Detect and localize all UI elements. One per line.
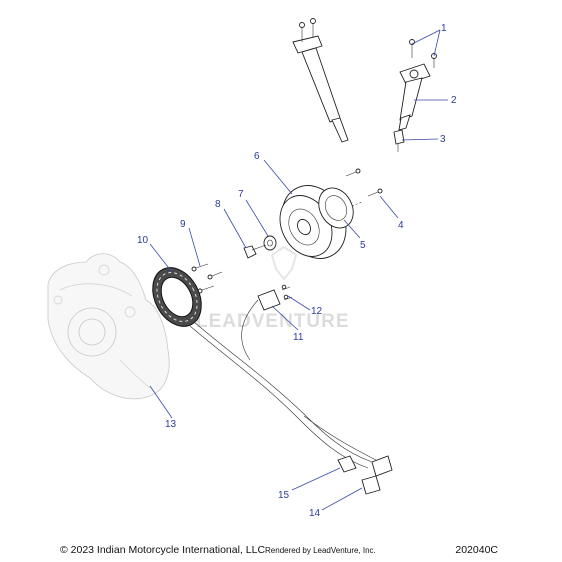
callout-11: 11 [293, 332, 304, 343]
drawing-code: 202040C [455, 544, 498, 556]
ignition-coil-upper [292, 18, 349, 143]
copyright-text: © 2023 Indian Motorcycle International, … [60, 544, 266, 556]
ignition-coil [398, 63, 431, 131]
callout-1: 1 [441, 23, 447, 34]
callout-labels: 1 2 3 4 5 6 7 8 9 10 11 12 13 14 15 [137, 23, 457, 519]
coil-bolts [409, 39, 437, 68]
callout-4: 4 [398, 220, 404, 231]
stator-connector [337, 455, 357, 473]
rendered-by-text: Rendered by LeadVenture, Inc. [265, 546, 376, 555]
callout-13: 13 [165, 419, 177, 430]
callout-8: 8 [215, 199, 221, 210]
stator [152, 267, 202, 327]
spark-plug [393, 129, 405, 152]
leader-lines [149, 29, 448, 511]
clutch-bolts [345, 168, 383, 207]
stator-wire-harness [189, 299, 381, 469]
callout-2: 2 [451, 95, 457, 106]
watermark: LEADVENTURE [196, 245, 350, 332]
callout-12: 12 [311, 306, 323, 317]
engine-case-cover [47, 253, 170, 400]
flywheel-bolt [243, 244, 267, 259]
callout-5: 5 [360, 240, 366, 251]
starter-clutch [318, 187, 354, 229]
crank-position-sensor [257, 289, 281, 311]
callout-9: 9 [180, 219, 186, 230]
flywheel-washer [263, 235, 277, 251]
callout-15: 15 [278, 490, 290, 501]
callout-14: 14 [309, 508, 321, 519]
callout-3: 3 [440, 134, 446, 145]
watermark-text: LEADVENTURE [196, 311, 350, 332]
callout-6: 6 [254, 151, 260, 162]
callout-7: 7 [238, 189, 244, 200]
copyright-footer: © 2023 Indian Motorcycle International, … [60, 544, 376, 556]
connector-end [371, 455, 393, 477]
callout-10: 10 [137, 235, 149, 246]
regulator-connector [361, 475, 381, 495]
